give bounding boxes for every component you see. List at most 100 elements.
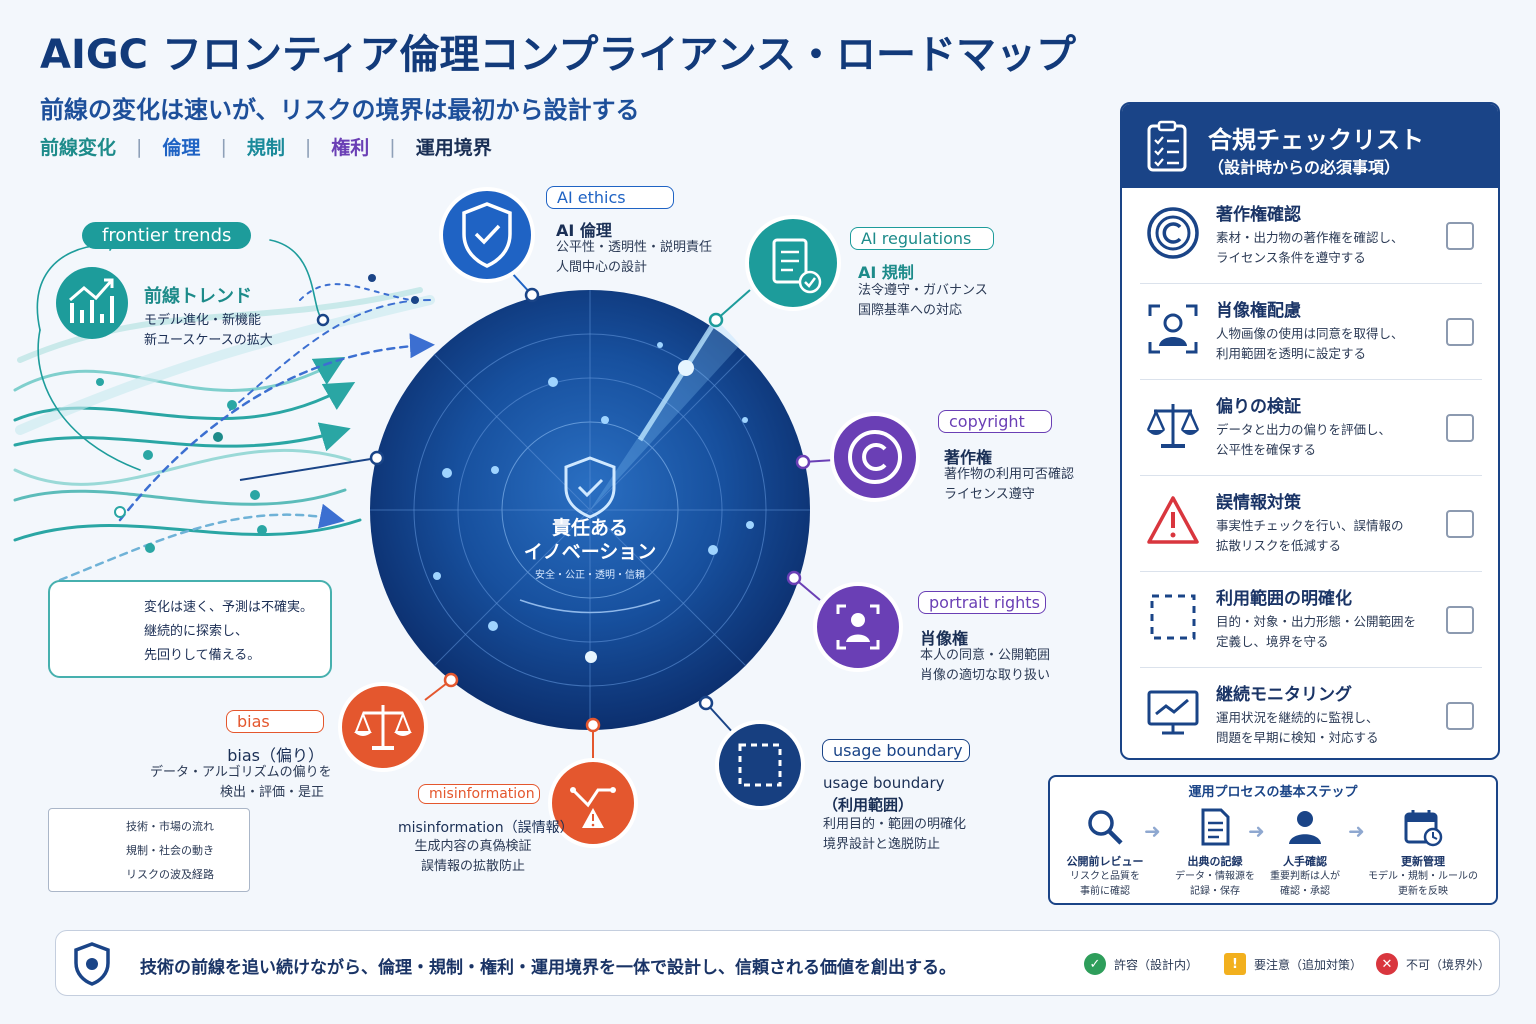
process-arrow-icon: ➜ <box>1144 819 1161 843</box>
checklist-desc-line: 素材・出力物の著作権を確認し、 <box>1216 230 1404 245</box>
process-desc-line: リスクと品質を <box>1070 871 1140 882</box>
process-arrow-icon: ➜ <box>1348 819 1365 843</box>
usage-boundary-desc-line: 利用目的・範囲の明確化 <box>823 817 967 832</box>
checklist-item-title: 利用範囲の明確化 <box>1216 589 1352 609</box>
tag-rights: 権利 <box>331 137 370 159</box>
search-icon <box>1088 810 1123 845</box>
checklist-item-desc: 目的・対象・出力形態・公開範囲を 定義し、境界を守る <box>1216 612 1416 652</box>
process-desc-line: データ・情報源を <box>1175 871 1255 882</box>
check-icon: ✓ <box>1084 953 1106 975</box>
usage-boundary-title: usage boundary （利用範囲） <box>823 772 945 816</box>
frontier-trends-title: 前線トレンド <box>144 286 252 307</box>
compliance-checklist-panel: 合規チェックリスト （設計時からの必須事項） 著作権確認 素材・出力物の著作権を… <box>1120 102 1500 760</box>
flow-legend <box>48 808 250 892</box>
radar-center-values: 安全・公正・透明・信頼 <box>535 570 645 581</box>
monitor-icon <box>1147 690 1199 735</box>
portrait-rights-title: 肖像権 <box>920 629 969 648</box>
radar-anchor-dots <box>369 287 811 733</box>
warning-icon: ! <box>1224 953 1246 975</box>
checklist-item-title: 偏りの検証 <box>1216 397 1301 417</box>
ethics-shield-icon <box>439 187 535 283</box>
checklist-item-desc: 事実性チェックを行い、誤情報の 拡散リスクを低減する <box>1216 516 1404 556</box>
portrait-rights-pill: portrait rights <box>918 591 1046 614</box>
copyright-icon <box>1147 207 1199 259</box>
tag-frontier: 前線変化 <box>40 137 117 159</box>
process-desc-line: 事前に確認 <box>1080 886 1130 897</box>
checklist-subtitle: （設計時からの必須事項） <box>1208 158 1401 177</box>
process-step-update: 更新管理 モデル・規制・ルールの 更新を反映 <box>1368 807 1478 899</box>
checklist-item-title: 著作権確認 <box>1216 205 1301 225</box>
process-step-title: 人手確認 <box>1283 855 1327 868</box>
legend-risk-flow: リスクの波及経路 <box>126 868 214 881</box>
checklist-checkbox-monitoring[interactable] <box>1446 702 1474 730</box>
regulations-desc: 法令遵守・ガバナンス 国際基準への対応 <box>858 281 988 321</box>
process-title: 運用プロセスの基本ステップ <box>1188 785 1358 800</box>
checklist-desc-line: 目的・対象・出力形態・公開範囲を <box>1216 614 1417 629</box>
tag-usage-boundary: 運用境界 <box>415 137 492 159</box>
process-desc-line: モデル・規制・ルールの <box>1368 871 1478 882</box>
status-allowed-label: 許容（設計内） <box>1114 957 1199 972</box>
usage-boundary-pill: usage boundary <box>822 739 970 762</box>
misinformation-desc: 生成内容の真偽検証 誤情報の拡散防止 <box>398 837 548 877</box>
checklist-checkbox-portrait[interactable] <box>1446 318 1474 346</box>
checklist-item-bias: 偏りの検証 データと出力の偏りを評価し、 公平性を確保する <box>1140 382 1482 476</box>
bias-desc-line: 検出・評価・是正 <box>219 785 324 800</box>
portrait-rights-desc-line: 本人の同意・公開範囲 <box>920 648 1051 663</box>
checklist-desc-line: データと出力の偏りを評価し、 <box>1216 422 1392 437</box>
process-desc-line: 重要判断は人が <box>1270 871 1340 882</box>
misinformation-desc-line: 生成内容の真偽検証 <box>414 839 532 854</box>
copyright-desc-line: ライセンス遵守 <box>944 487 1035 502</box>
ethics-desc-line: 公平性・透明性・説明責任 <box>556 240 713 255</box>
process-desc-line: 更新を反映 <box>1398 886 1448 897</box>
checklist-checkbox-misinformation[interactable] <box>1446 510 1474 538</box>
usage-boundary-title-line: （利用範囲） <box>823 796 914 814</box>
process-desc-line: 確認・承認 <box>1280 886 1330 897</box>
ethics-title: AI 倫理 <box>556 221 612 240</box>
frontier-trends-pill: frontier trends <box>82 222 252 249</box>
clipboard-icon <box>1147 120 1187 172</box>
usage-boundary-desc: 利用目的・範囲の明確化 境界設計と逸脱防止 <box>823 815 966 855</box>
checklist-item-title: 継続モニタリング <box>1216 685 1352 705</box>
process-step-source: 出典の記録 データ・情報源を 記録・保存 <box>1160 807 1270 899</box>
checklist-desc-line: 事実性チェックを行い、誤情報の <box>1216 518 1404 533</box>
operation-process-panel: 運用プロセスの基本ステップ 公開前レビュー リスクと品質を 事前に確認 ➜ 出典… <box>1048 775 1498 905</box>
process-step-desc: モデル・規制・ルールの 更新を反映 <box>1368 869 1478 899</box>
checklist-item-monitoring: 継続モニタリング 運用状況を継続的に監視し、 問題を早期に検知・対応する <box>1140 670 1482 758</box>
checklist-header: 合規チェックリスト （設計時からの必須事項） <box>1122 104 1498 188</box>
warning-icon <box>1147 496 1199 544</box>
ethics-desc-line: 人間中心の設計 <box>556 260 648 275</box>
tag-ethics: 倫理 <box>162 137 201 159</box>
process-step-desc: リスクと品質を 事前に確認 <box>1050 869 1160 899</box>
legend-tech-flow: 技術・市場の流れ <box>126 820 214 833</box>
status-caution-label: 要注意（追加対策） <box>1254 957 1363 972</box>
tag-regulation: 規制 <box>246 137 285 159</box>
copyright-title: 著作権 <box>944 448 993 467</box>
checklist-checkbox-usage-scope[interactable] <box>1446 606 1474 634</box>
process-step-desc: 重要判断は人が 確認・承認 <box>1250 869 1360 899</box>
center-title-line: 責任ある <box>551 517 628 539</box>
process-desc-line: 記録・保存 <box>1190 886 1240 897</box>
regulation-document-icon <box>745 215 841 311</box>
frontier-trends-desc-line: 新ユースケースの拡大 <box>144 333 273 348</box>
legend-social-flow: 規制・社会の動き <box>126 844 214 857</box>
regulations-desc-line: 国際基準への対応 <box>858 303 963 318</box>
checklist-item-desc: 運用状況を継続的に監視し、 問題を早期に検知・対応する <box>1216 708 1379 748</box>
checklist-title: 合規チェックリスト <box>1208 126 1424 154</box>
category-tag-bar: 前線変化| 倫理| 規制| 権利| 運用境界 <box>40 133 500 160</box>
note-line: 継続的に探索し、 <box>144 624 249 639</box>
scale-icon <box>1146 404 1200 448</box>
checklist-checkbox-copyright[interactable] <box>1446 222 1474 250</box>
checklist-checkbox-bias[interactable] <box>1446 414 1474 442</box>
portrait-rights-desc-line: 肖像の適切な取り扱い <box>920 668 1051 683</box>
page-title: AIGC フロンティア倫理コンプライアンス・ロードマップ <box>40 32 1076 78</box>
bias-scale-icon <box>338 682 428 772</box>
portrait-icon <box>813 582 903 672</box>
calendar-icon <box>1404 810 1443 847</box>
checklist-item-copyright: 著作権確認 素材・出力物の著作権を確認し、 ライセンス条件を遵守する <box>1140 190 1482 284</box>
frontier-trends-desc-line: モデル進化・新機能 <box>144 313 262 328</box>
uncertainty-note-box <box>48 580 332 678</box>
checklist-item-title: 誤情報対策 <box>1216 493 1301 513</box>
radar-center-title: 責任ある イノベーション <box>500 516 680 564</box>
portrait-icon <box>1148 304 1198 354</box>
checklist-desc-line: 拡散リスクを低減する <box>1216 538 1342 553</box>
